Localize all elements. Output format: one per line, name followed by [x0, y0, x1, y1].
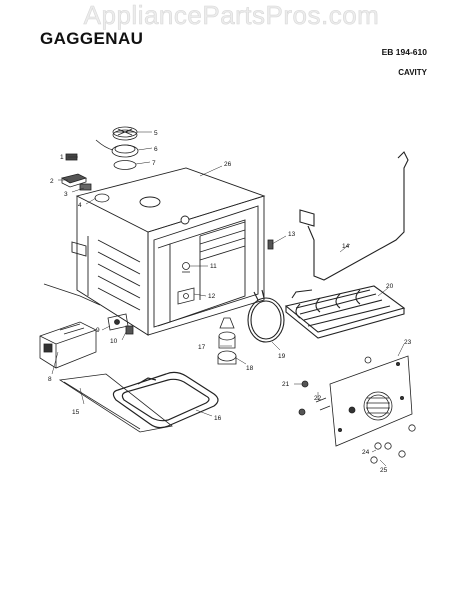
- fan-wheel: [112, 126, 138, 141]
- callout-13: 13: [288, 231, 296, 238]
- callout-24: 24: [362, 449, 370, 456]
- callout-19: 19: [278, 353, 286, 360]
- callout-21: 21: [282, 381, 290, 388]
- callout-16: 16: [214, 415, 222, 422]
- circular-heating-element: [247, 289, 285, 343]
- small-part-4: [94, 193, 110, 203]
- callout-12: 12: [208, 293, 216, 300]
- bottom-element-frame: [58, 373, 173, 433]
- callout-2: 2: [50, 178, 54, 185]
- callout-8: 8: [48, 376, 52, 383]
- seal-ring: [113, 160, 137, 170]
- callout-5: 5: [154, 130, 158, 137]
- callout-labels: 1 2 3 4 5 6 7 8 9 10 11 12 13 14 15 16 1…: [48, 130, 412, 474]
- top-element-wire: [299, 151, 409, 281]
- fan-motor: [95, 139, 139, 158]
- bottom-heating-element: [112, 371, 219, 429]
- oven-cavity: [71, 165, 266, 336]
- lamp-holder: [182, 262, 190, 273]
- callout-1: 1: [60, 154, 64, 161]
- fasteners: [298, 356, 416, 464]
- leader-lines: [51, 131, 405, 467]
- lamp-bracket: [177, 287, 195, 305]
- callout-15: 15: [72, 409, 80, 416]
- grill-heating-element: [284, 285, 406, 339]
- callout-3: 3: [64, 191, 68, 198]
- callout-7: 7: [152, 160, 156, 167]
- callout-22: 22: [314, 395, 322, 402]
- small-switch: [125, 325, 134, 335]
- fan-cover-plate: [329, 355, 413, 447]
- callout-4: 4: [78, 202, 82, 209]
- callout-10: 10: [110, 338, 118, 345]
- sensor-part: [217, 317, 237, 365]
- callout-18: 18: [246, 365, 254, 372]
- control-module: [39, 321, 97, 369]
- small-part-3: [79, 183, 92, 191]
- small-plate: [267, 239, 274, 250]
- section-title: CAVITY: [398, 68, 427, 77]
- wire-harness: [43, 283, 101, 306]
- callout-14: 14: [342, 243, 350, 250]
- callout-23: 23: [404, 339, 412, 346]
- callout-11: 11: [210, 263, 217, 270]
- callout-17: 17: [198, 344, 206, 351]
- callout-26: 26: [224, 161, 232, 168]
- terminal-block: [60, 173, 88, 188]
- brand-logo: GAGGENAU: [40, 29, 144, 48]
- callout-25: 25: [380, 467, 388, 474]
- watermark: AppliancePartsPros.com: [83, 0, 380, 30]
- model-number: EB 194-610: [381, 47, 427, 57]
- callout-6: 6: [154, 146, 158, 153]
- callout-20: 20: [386, 283, 394, 290]
- callout-9: 9: [96, 327, 100, 334]
